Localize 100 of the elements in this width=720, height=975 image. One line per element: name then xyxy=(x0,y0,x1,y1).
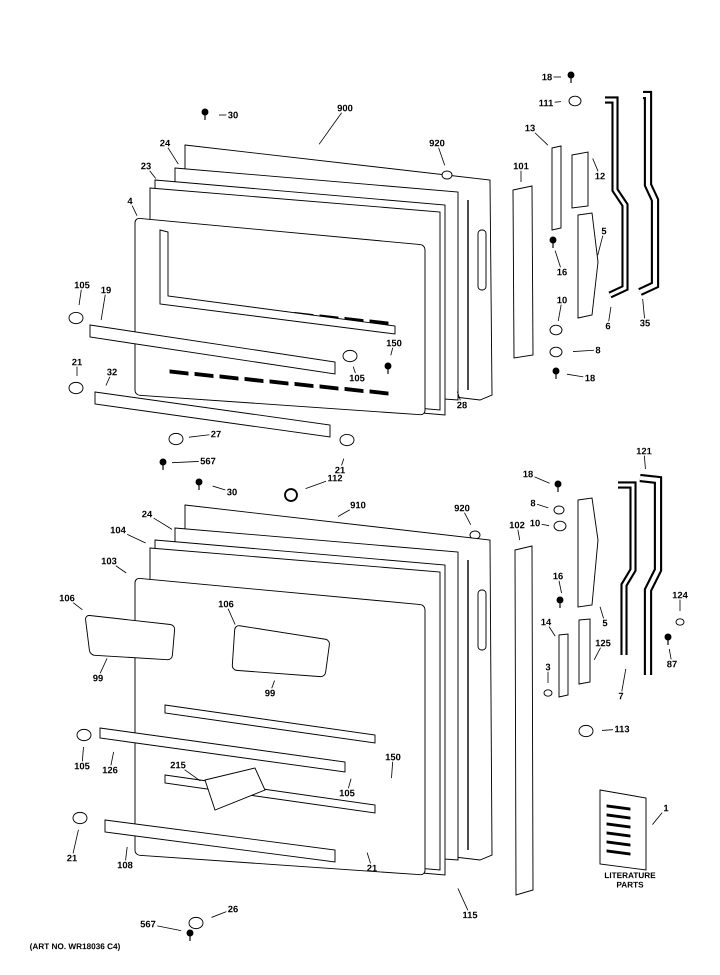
leader-line xyxy=(218,114,227,116)
callout-number: 102 xyxy=(510,522,524,528)
leader-line xyxy=(592,158,598,172)
callout-number: 30 xyxy=(228,112,238,118)
callout-number: 35 xyxy=(640,320,650,326)
callout-number: 105 xyxy=(74,762,90,770)
leader-line xyxy=(566,374,584,378)
leader-line xyxy=(553,76,562,78)
callout-number: 5 xyxy=(602,620,608,626)
leader-line xyxy=(188,434,210,438)
callout-number: 28 xyxy=(457,402,467,408)
callout-number: 150 xyxy=(386,754,400,760)
callout-number: 8 xyxy=(596,346,600,354)
leader-line xyxy=(126,534,146,544)
leader-line xyxy=(211,911,227,918)
leader-line xyxy=(597,235,604,256)
callout-number: 16 xyxy=(553,572,563,580)
callout-number: 99 xyxy=(93,674,103,682)
leader-line xyxy=(536,504,549,508)
callout-number: 150 xyxy=(386,340,402,346)
callout-number: 105 xyxy=(340,790,355,796)
callout-number: 567 xyxy=(140,920,156,928)
callout-number: 124 xyxy=(672,592,688,598)
leader-line xyxy=(600,606,604,619)
callout-number: 900 xyxy=(338,104,352,112)
leader-line xyxy=(105,376,110,386)
leader-line xyxy=(554,101,562,103)
literature-caption: LITERATURE PARTS xyxy=(604,872,656,888)
leader-line xyxy=(554,250,561,268)
leader-line xyxy=(318,112,342,145)
callout-number: 111 xyxy=(539,100,554,106)
callout-number: 21 xyxy=(72,358,82,366)
leader-line xyxy=(438,147,446,166)
leader-line xyxy=(212,486,226,490)
leader-line xyxy=(652,812,663,825)
leader-line xyxy=(156,925,182,932)
leader-line xyxy=(558,304,562,322)
leader-line xyxy=(168,147,179,164)
callout-number: 18 xyxy=(585,374,595,382)
callout-number: 108 xyxy=(118,862,133,868)
callout-number: 920 xyxy=(454,504,470,512)
callout-number: 104 xyxy=(110,526,126,534)
callout-number: 115 xyxy=(463,912,478,918)
leader-line xyxy=(115,565,127,574)
leader-line xyxy=(72,829,79,854)
leader-line xyxy=(82,746,84,762)
callout-number: 112 xyxy=(328,474,342,482)
callout-number: 24 xyxy=(160,140,170,146)
leader-line xyxy=(594,647,601,660)
leader-line xyxy=(642,298,645,319)
callout-number: 125 xyxy=(596,640,611,646)
callout-number: 121 xyxy=(636,448,652,454)
callout-number: 32 xyxy=(107,368,117,376)
leader-line xyxy=(668,648,672,660)
callout-number: 3 xyxy=(546,664,550,670)
callout-number: 215 xyxy=(170,762,186,768)
leader-line xyxy=(338,509,350,517)
leader-line xyxy=(534,476,550,484)
leader-line xyxy=(341,458,344,466)
leader-line xyxy=(100,294,106,321)
leader-line xyxy=(76,366,78,376)
leader-line xyxy=(348,778,352,789)
leader-line xyxy=(352,366,356,374)
leader-line xyxy=(456,391,461,401)
callout-number: 87 xyxy=(667,660,677,668)
callout-number: 10 xyxy=(557,296,567,304)
leader-line xyxy=(520,170,522,182)
callout-number: 920 xyxy=(430,140,444,146)
callout-number: 24 xyxy=(142,510,152,518)
leader-line xyxy=(100,658,108,674)
callout-number: 101 xyxy=(514,162,529,170)
leader-line xyxy=(110,751,114,766)
callout-number: 18 xyxy=(542,74,552,80)
leader-line xyxy=(390,347,394,356)
leader-line xyxy=(184,769,201,782)
callout-number: 8 xyxy=(530,500,536,506)
leader-line xyxy=(464,512,472,526)
leader-line xyxy=(172,461,200,464)
callout-number: 106 xyxy=(60,594,74,602)
leader-line xyxy=(644,455,646,470)
callout-number: 113 xyxy=(615,726,630,732)
leader-line xyxy=(621,668,626,692)
leader-line xyxy=(72,602,83,610)
callout-number: 4 xyxy=(128,198,133,204)
callout-number: 1 xyxy=(664,804,668,812)
leader-line xyxy=(149,170,156,179)
callout-number: 105 xyxy=(74,282,90,288)
leader-line xyxy=(548,626,556,637)
callout-number: 6 xyxy=(606,322,610,330)
leader-line xyxy=(271,680,275,689)
callout-number: 103 xyxy=(102,558,116,564)
callout-number: 105 xyxy=(350,374,365,382)
leader-line xyxy=(153,518,172,530)
callout-number: 12 xyxy=(595,172,605,180)
callout-number: 126 xyxy=(102,766,118,774)
leader-line xyxy=(132,205,138,216)
leader-line xyxy=(541,524,550,526)
callout-number: 23 xyxy=(141,162,151,170)
callout-number: 10 xyxy=(530,520,540,526)
leader-line xyxy=(391,761,394,778)
